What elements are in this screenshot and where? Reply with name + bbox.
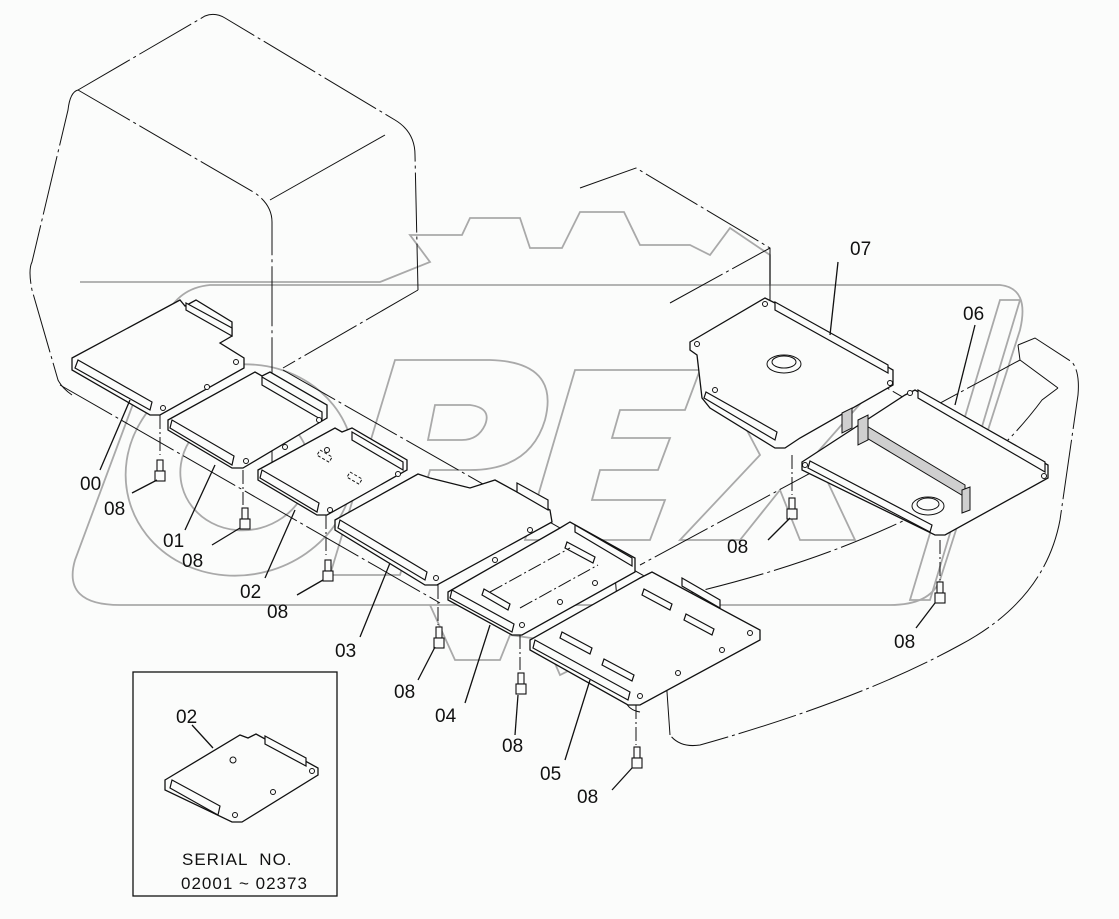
callout-02: 02: [240, 582, 261, 603]
plate-07[interactable]: [689, 297, 894, 449]
callout-08: 08: [894, 632, 915, 653]
bolt-icon[interactable]: [934, 581, 946, 604]
callout-06: 06: [963, 304, 984, 325]
callout-08: 08: [394, 682, 415, 703]
assembly-axes: [159, 415, 941, 745]
bolt-icon[interactable]: [786, 497, 798, 520]
plate-05[interactable]: [529, 571, 761, 706]
callout-00: 00: [80, 474, 101, 495]
callout-08: 08: [727, 537, 748, 558]
callout-08: 08: [502, 736, 523, 757]
bolt-icon[interactable]: [154, 459, 166, 482]
bolt-icon[interactable]: [433, 626, 445, 649]
callout-07: 07: [850, 239, 871, 260]
callout-08: 08: [104, 499, 125, 520]
callout-04: 04: [435, 706, 457, 727]
bolt-icon[interactable]: [322, 559, 334, 582]
leader-lines: [99, 261, 976, 791]
plate-06[interactable]: [801, 388, 1049, 536]
callout-08: 08: [267, 602, 288, 623]
callout-08: 08: [577, 787, 598, 808]
serial-title: SERIAL NO.: [182, 850, 293, 869]
inset-plate-02[interactable]: [164, 733, 319, 823]
serial-inset: 02 SERIAL NO. 02001 ~ 02373: [132, 671, 338, 897]
bolt-icon[interactable]: [631, 746, 643, 769]
callout-03: 03: [335, 641, 356, 662]
serial-range: 02001 ~ 02373: [181, 874, 308, 893]
callout-08: 08: [182, 551, 203, 572]
plate-02[interactable]: [257, 427, 408, 516]
plate-01[interactable]: [167, 371, 328, 469]
inset-callout-02: 02: [176, 707, 197, 728]
machine-outline: [29, 13, 1079, 746]
bolts: [154, 459, 946, 769]
callout-labels: 00 01 02 03 04 05 06 07 08 08 08 08 08 0…: [80, 239, 984, 808]
callout-05: 05: [540, 764, 561, 785]
bolt-icon[interactable]: [239, 507, 251, 530]
plate-03[interactable]: [334, 473, 553, 586]
bolt-icon[interactable]: [515, 672, 527, 695]
callout-01: 01: [163, 531, 184, 552]
plate-00[interactable]: [71, 299, 245, 416]
plate-04[interactable]: [447, 521, 636, 636]
